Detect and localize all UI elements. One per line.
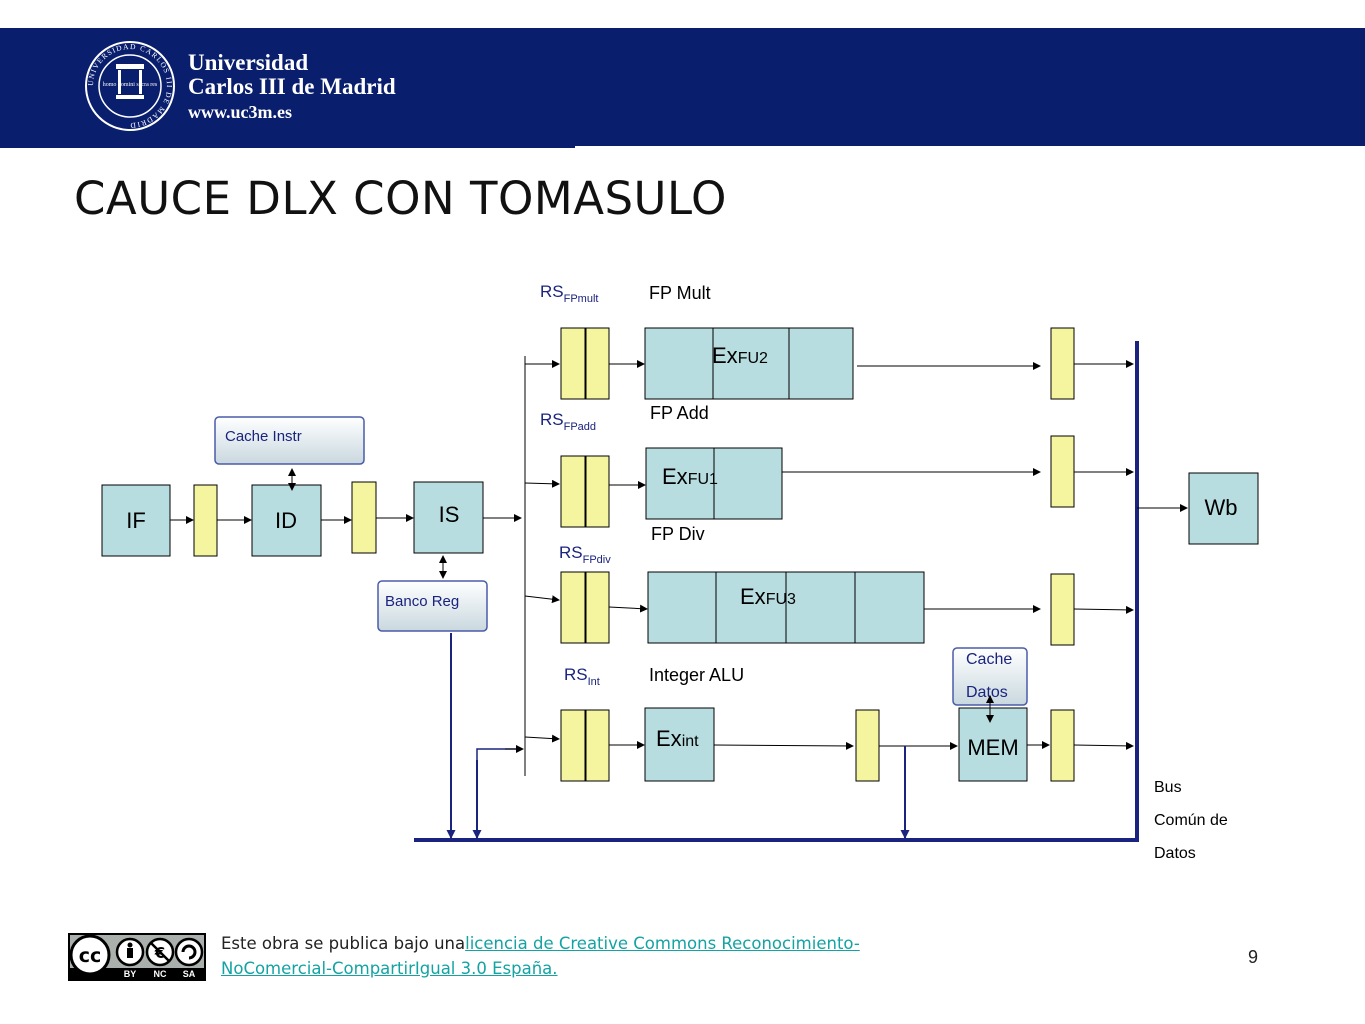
wb-stage-box [1188,472,1259,545]
ex-fu2-box [644,327,854,400]
rs-fpadd-slot [585,455,610,528]
banco-reg-box [377,580,488,632]
dispatch-add-arrow [524,479,560,488]
rs-fpadd-label: RSFPadd [540,410,596,433]
fu3-to-bus-arrow [1073,605,1134,614]
ex-fu1-label: ExFU1 [662,464,718,489]
rs-fpmult-slot [585,327,610,400]
rs-div-to-ex-arrow [608,604,648,613]
id-stage-box [251,484,322,557]
id-is-latch [351,481,377,554]
bus-label-line3: Datos [1154,845,1196,862]
rs-fpdiv-slot [560,571,586,644]
header-underline [0,146,575,148]
fu3-out-latch [1050,573,1075,646]
license-link[interactable]: licencia de Creative Commons Reconocimie… [221,934,860,978]
ex-int-box [644,707,715,782]
ex-int-to-latch-arrow [713,741,854,750]
rs-fpmult-slot [560,327,586,400]
university-website[interactable]: www.uc3m.es [188,102,292,122]
cache-instr-label: Cache Instr [225,428,302,445]
dispatch-int-arrow [524,734,560,743]
ex-int-label: Exint [656,726,699,751]
rs-fpdiv-label: RSFPdiv [559,543,611,566]
ex-fu3-label: ExFU3 [740,584,796,609]
bus-label-line2: Común de [1154,812,1228,829]
fu2-out-latch [1050,327,1075,400]
if-stage-label: IF [126,508,146,533]
if-stage-box [101,484,171,557]
mem-to-bus-arrow [1073,741,1134,750]
page-number: 9 [1248,947,1259,967]
cc-license-badge-icon[interactable]: cc € BY NC SA [68,933,206,981]
cache-datos-label-line1: Cache [966,651,1012,668]
rs-int-slot [585,709,610,782]
header-banner [0,28,1365,146]
university-name-line2: Carlos III de Madrid [188,74,396,99]
license-prefix: Este obra se publica bajo una [221,934,466,953]
rs-fpdiv-slot [585,571,610,644]
is-stage-box [413,481,484,554]
wb-stage-label: Wb [1205,495,1238,520]
rs-fpmult-label: RSFPmult [540,282,598,305]
university-name-line1: Universidad [188,50,309,75]
cc-glyph: cc [79,945,102,967]
if-id-latch [193,484,218,557]
dispatch-div-arrow [524,595,560,604]
fp-mult-label: FP Mult [649,283,711,303]
bus-to-dispatch-line [476,748,521,838]
fp-div-label: FP Div [651,524,705,544]
rs-fpadd-slot [560,455,586,528]
mem-stage-label: MEM [967,735,1018,760]
ex-fu2-label: ExFU2 [712,343,768,368]
mem-out-latch [1050,709,1075,782]
fp-add-label: FP Add [650,403,709,423]
rs-int-slot [560,709,586,782]
bus-label-line1: Bus [1154,779,1182,796]
cc-nc-label: NC [154,969,167,979]
cc-by-label: BY [124,969,137,979]
slide-title: CAUCE DLX CON TOMASULO [74,172,727,225]
cache-instr-box [214,416,365,465]
license-notice: Este obra se publica bajo unalicencia de… [221,931,860,981]
cc-sa-label: SA [183,969,196,979]
is-stage-label: IS [439,502,460,527]
seal-inner-text: homo homini sacra res [103,82,158,88]
id-stage-label: ID [275,508,297,533]
university-seal-icon: UNIVERSIDAD CARLOS III DE MADRID homo ho… [85,41,175,131]
integer-alu-label: Integer ALU [649,665,744,685]
banco-reg-label: Banco Reg [385,593,459,610]
cache-datos-label-line2: Datos [966,684,1008,701]
rs-int-label: RSInt [564,665,600,688]
fu1-out-latch [1050,435,1075,508]
int-out-latch [855,709,880,782]
